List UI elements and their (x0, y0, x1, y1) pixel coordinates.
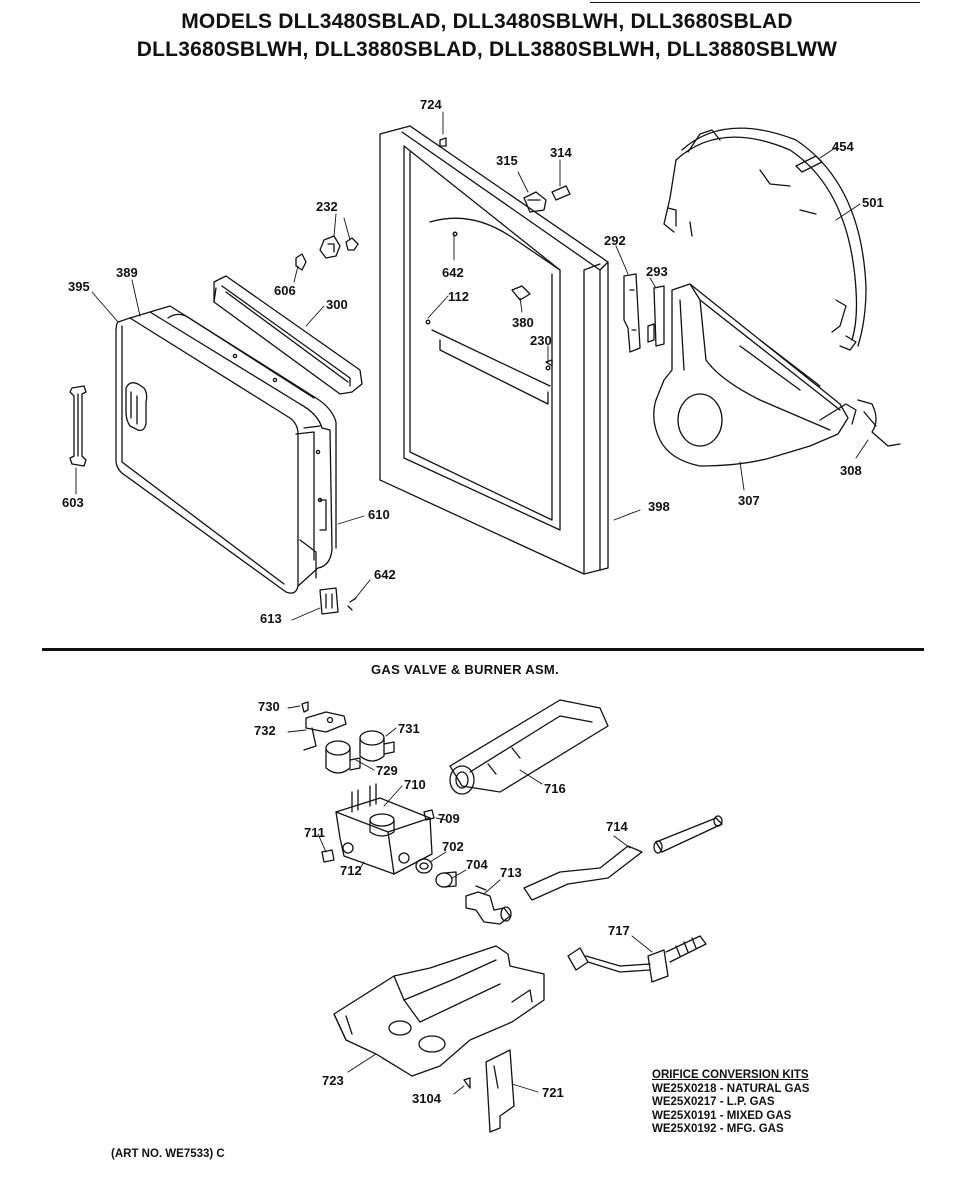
callout-713: 713 (500, 865, 522, 880)
callout-610: 610 (368, 507, 390, 522)
gas-valve-section-title: GAS VALVE & BURNER ASM. (371, 662, 559, 677)
callout-293: 293 (646, 264, 668, 279)
part-723-burner-bracket (334, 946, 544, 1076)
part-292-bracket (624, 274, 640, 352)
callout-709: 709 (438, 811, 460, 826)
part-501-bulkhead-ring (664, 128, 866, 350)
part-610-door-liner (300, 500, 326, 578)
part-731-coil (360, 731, 394, 761)
callout-702: 702 (442, 839, 464, 854)
callout-308: 308 (840, 463, 862, 478)
orifice-kits-list: ORIFICE CONVERSION KITS WE25X0218 - NATU… (652, 1069, 809, 1137)
orifice-kits-heading: ORIFICE CONVERSION KITS (652, 1069, 809, 1081)
callout-230: 230 (530, 333, 552, 348)
callout-307: 307 (738, 493, 760, 508)
part-729-coil (326, 741, 360, 773)
callout-711: 711 (304, 825, 325, 840)
callout-721: 721 (542, 1085, 564, 1100)
part-380-bracket (512, 286, 530, 300)
part-314-switch-bracket (552, 186, 570, 200)
callout-300: 300 (326, 297, 348, 312)
part-603-door-handle (70, 386, 86, 466)
part-716-burner-housing (450, 700, 608, 794)
part-713-elbow (466, 886, 511, 924)
part-230-screw (546, 360, 552, 366)
part-732-coil-bracket (304, 712, 346, 750)
art-number: (ART NO. WE7533) C (111, 1148, 225, 1160)
part-711-fitting (322, 850, 334, 862)
part-730-screw (302, 702, 308, 712)
part-3104-screw (464, 1078, 470, 1088)
callout-314: 314 (550, 145, 572, 160)
page-title-line-1: MODELS DLL3480SBLAD, DLL3480SBLWH, DLL36… (181, 10, 793, 33)
callout-232: 232 (316, 199, 338, 214)
callout-716: 716 (544, 781, 566, 796)
part-724-screw (440, 138, 446, 146)
callout-724: 724 (420, 97, 442, 112)
section-divider (42, 648, 924, 651)
callout-389: 389 (116, 265, 138, 280)
part-315-switch (524, 192, 546, 212)
callout-398: 398 (648, 499, 670, 514)
callout-613: 613 (260, 611, 282, 626)
part-721-igniter-bracket (486, 1050, 514, 1132)
callout-606: 606 (274, 283, 296, 298)
callout-642-top: 642 (442, 265, 464, 280)
callout-380: 380 (512, 315, 534, 330)
leader-lines-bottom (288, 706, 652, 1094)
callout-292: 292 (604, 233, 626, 248)
callout-501: 501 (862, 195, 884, 210)
callout-603: 603 (62, 495, 84, 510)
part-398-front-panel (380, 126, 608, 574)
callout-710: 710 (404, 777, 426, 792)
callout-731: 731 (398, 721, 420, 736)
orifice-kit-item: WE25X0217 - L.P. GAS (652, 1096, 775, 1108)
part-712-gas-valve (336, 784, 432, 874)
callout-395: 395 (68, 279, 90, 294)
callout-315: 315 (496, 153, 518, 168)
callout-714: 714 (606, 819, 628, 834)
part-454-felt-strip (796, 156, 822, 172)
callout-3104: 3104 (412, 1091, 441, 1106)
callout-642-bottom: 642 (374, 567, 396, 582)
part-232-door-catch (296, 236, 358, 270)
orifice-kit-item: WE25X0191 - MIXED GAS (652, 1109, 792, 1122)
callout-712: 712 (340, 863, 362, 878)
part-714-burner-tube (524, 816, 722, 900)
callout-723: 723 (322, 1073, 344, 1088)
callout-717: 717 (608, 923, 630, 938)
part-395-outer-door (116, 318, 298, 593)
callout-729: 729 (376, 763, 398, 778)
callout-732: 732 (254, 723, 276, 738)
part-613-hinge (320, 588, 356, 614)
part-293-bracket (648, 286, 664, 346)
part-717-igniter (568, 936, 706, 982)
part-704-orifice-holder (436, 872, 456, 887)
part-307-duct-assembly (654, 284, 856, 466)
part-702-nut (416, 859, 432, 873)
orifice-kit-item: WE25X0192 - MFG. GAS (652, 1123, 784, 1135)
callout-112: 112 (448, 289, 469, 304)
callout-730: 730 (258, 699, 280, 714)
part-308-wire-harness (858, 400, 900, 446)
page-title-line-2: DLL3680SBLWH, DLL3880SBLAD, DLL3880SBLWH… (136, 38, 838, 61)
orifice-kit-item: WE25X0218 - NATURAL GAS (652, 1082, 810, 1095)
leader-lines-top (76, 112, 868, 620)
callout-454: 454 (832, 139, 854, 154)
top-rule (590, 2, 920, 3)
part-300-door-gasket (214, 276, 362, 394)
part-709-orifice (424, 810, 434, 820)
callout-704: 704 (466, 857, 488, 872)
part-389-inner-door (130, 306, 336, 586)
